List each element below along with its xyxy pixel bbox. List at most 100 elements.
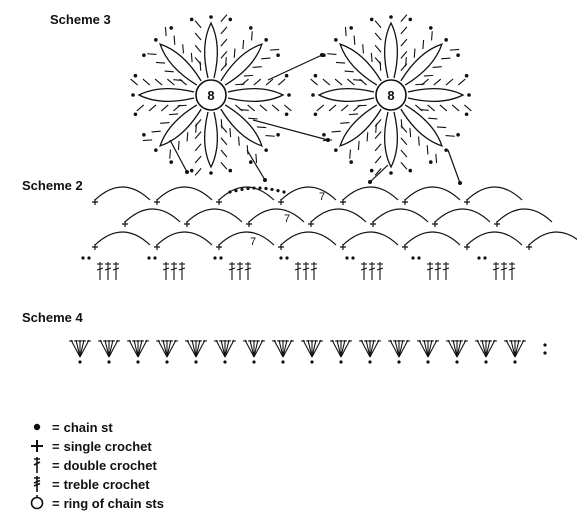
treble-crochet-mark	[368, 262, 376, 280]
chain-dot	[209, 15, 213, 19]
fan-stitch	[99, 339, 110, 358]
petal-loop	[204, 111, 218, 169]
fan-stitch	[340, 339, 351, 358]
join-arrow	[169, 139, 188, 173]
fan-stitch	[360, 339, 371, 358]
treble-crochet-mark	[228, 262, 236, 280]
petal-stitch	[374, 131, 382, 139]
single-crochet-mark	[216, 244, 222, 250]
petal-stitch	[432, 66, 442, 68]
arrow-head	[458, 181, 462, 185]
chain-dot	[169, 160, 174, 164]
petal-stitch	[167, 78, 175, 86]
fan-stitch	[369, 339, 375, 358]
chain-arch	[248, 208, 305, 223]
treble-crochet-mark	[376, 262, 384, 280]
petal-stitch	[340, 122, 350, 124]
chain-dot	[87, 256, 91, 260]
chain-dot	[131, 93, 135, 97]
petal-stitch	[327, 53, 337, 56]
single-crochet-mark	[464, 199, 470, 205]
chain-dot	[368, 360, 372, 364]
chain-dot	[276, 53, 280, 58]
chain-dot	[142, 132, 146, 137]
fan-stitch	[365, 339, 371, 358]
fan-stitch	[128, 339, 139, 358]
scheme-2-title: Scheme 2	[22, 178, 83, 193]
petal-stitch	[243, 74, 254, 77]
fan-stitch	[514, 339, 520, 358]
arrow-head	[326, 138, 330, 142]
petal-stitch	[220, 14, 228, 22]
fan-stitch	[244, 339, 255, 358]
petal-stitch	[413, 48, 416, 58]
chain-dot	[467, 93, 471, 97]
chain-dot	[389, 15, 393, 19]
chain-arch	[94, 186, 151, 201]
chain-arch	[156, 231, 213, 246]
chain-arch	[94, 231, 151, 246]
fan-stitch	[79, 339, 90, 358]
petal-stitch	[255, 153, 258, 164]
petal-stitch	[194, 155, 202, 164]
petal-stitch	[379, 61, 382, 71]
chain-dot	[78, 360, 82, 364]
chain-dot	[223, 360, 227, 364]
petal-stitch	[353, 35, 356, 45]
join-arrow	[252, 119, 329, 141]
petal-stitch	[427, 104, 435, 112]
petal-stitch	[430, 31, 433, 41]
single-crochet-mark	[464, 244, 470, 250]
arrow-head	[320, 53, 324, 57]
chain-dot	[411, 256, 415, 260]
chain-dot	[456, 132, 460, 137]
chain-dot	[189, 17, 194, 22]
fan-stitch	[331, 339, 342, 358]
petal-stitch	[154, 78, 163, 86]
petal-loop	[227, 88, 285, 102]
chain-dot	[264, 38, 268, 42]
single-crochet-mark	[526, 244, 532, 250]
chain-arch	[342, 186, 399, 201]
fan-stitch	[476, 339, 487, 358]
petal-stitch	[374, 20, 382, 29]
petal-stitch	[160, 122, 170, 124]
single-crochet-mark	[184, 221, 190, 227]
scheme-4-edging	[69, 339, 547, 364]
chain-arch	[404, 231, 461, 246]
petal-stitch	[353, 79, 363, 81]
treble-crochet-mark	[104, 262, 112, 280]
fan-stitch	[137, 339, 148, 358]
chain-st-icon	[33, 423, 41, 431]
petal-stitch	[370, 52, 373, 63]
scallop-label: 7	[319, 191, 325, 203]
petal-stitch	[173, 35, 176, 45]
fan-stitch	[307, 339, 313, 358]
single-crochet-mark	[154, 244, 160, 250]
petal-stitch	[194, 168, 202, 176]
chain-dot	[444, 148, 448, 152]
treble-crochet-mark	[294, 262, 302, 280]
fan-stitch	[104, 339, 110, 358]
fan-stitch	[311, 339, 317, 358]
flower-center-label: 8	[207, 88, 214, 103]
chain-arch	[342, 231, 399, 246]
chain-dot	[281, 360, 285, 364]
chain-dot	[543, 343, 547, 347]
petal-stitch	[164, 26, 167, 37]
petal-stitch	[328, 104, 337, 112]
petal-stitch	[173, 104, 181, 112]
petal-stitch	[168, 113, 179, 116]
chain-dot	[258, 186, 262, 190]
chain-dot	[369, 17, 374, 22]
treble-crochet-mark	[310, 262, 318, 280]
fan-stitch	[398, 339, 409, 358]
chain-dot	[276, 132, 280, 137]
petal-stitch	[405, 57, 407, 67]
single-crochet-mark	[92, 199, 98, 205]
petal-stitch	[335, 61, 346, 64]
fan-stitch	[282, 339, 288, 358]
petal-stitch	[374, 32, 382, 41]
chain-dot	[136, 360, 140, 364]
